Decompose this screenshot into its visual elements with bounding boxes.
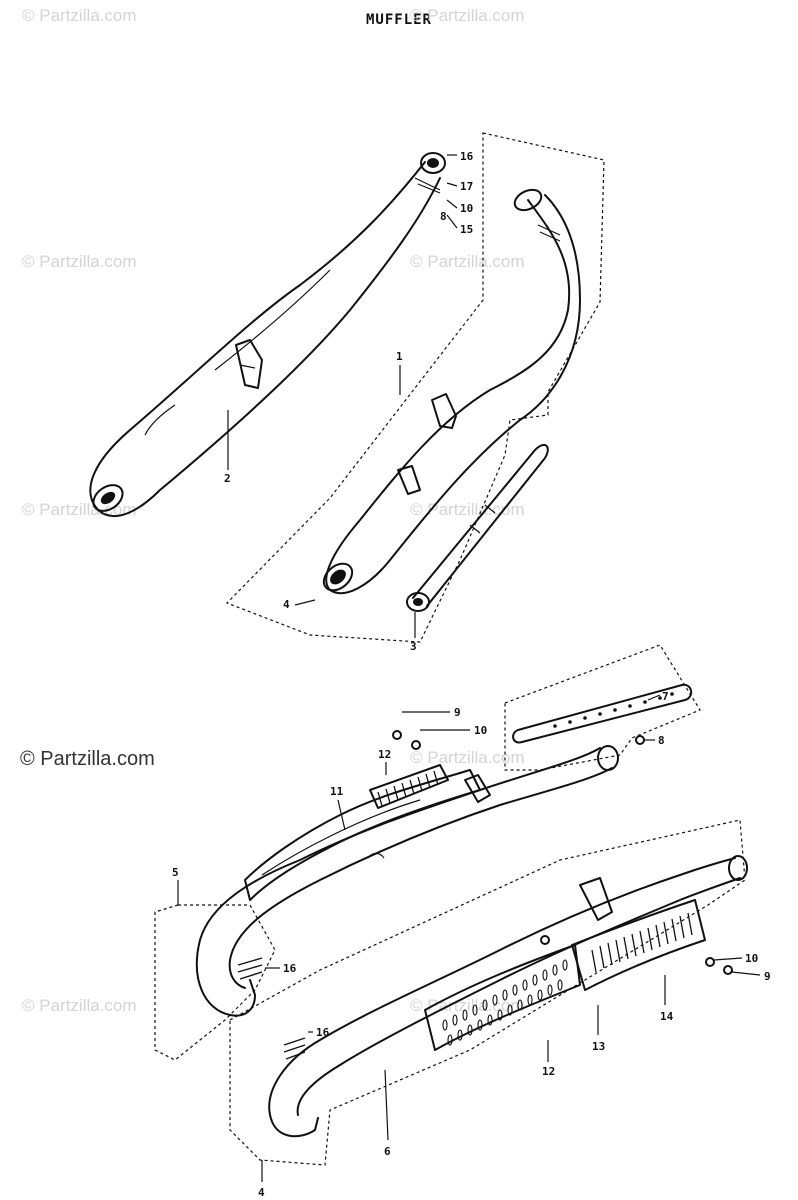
callout-6: 6 [384,1145,391,1158]
callout-16: 16 [460,150,474,163]
muffler-lower-6 [268,855,748,1138]
assembly-outline-7 [504,644,701,771]
muffler-left [89,152,446,517]
callout-1: 1 [396,350,403,363]
callout-12: 12 [542,1065,555,1078]
callout-2: 2 [224,472,231,485]
watermark: © Partzilla.com [20,748,155,770]
baffle-tube-upper [406,443,549,612]
callout-16: 16 [316,1026,330,1039]
callout-15: 15 [460,223,473,236]
callout-3: 3 [410,640,417,653]
watermark: © Partzilla.com [410,500,525,519]
callout-8: 8 [440,210,447,223]
bolt-8 [635,735,645,745]
watermark: © Partzilla.com [22,6,137,25]
watermark: © Partzilla.com [410,252,525,271]
callout-10: 10 [474,724,487,737]
watermark: © Partzilla.com [22,996,137,1015]
assembly-outline-5 [154,904,276,1061]
baffle-tube-7 [512,683,693,744]
callout-16: 16 [283,962,297,975]
washer-10 [411,740,421,750]
watermark: © Partzilla.com [22,252,137,271]
watermark: © Partzilla.com [22,500,137,519]
muffler-right [322,188,581,595]
washer-10-lower [705,957,715,967]
callout-4: 4 [258,1186,265,1199]
callout-5: 5 [172,866,179,879]
bolt-9-lower [723,965,733,975]
diagram-title: MUFFLER [365,12,432,28]
callout-4: 4 [283,598,290,611]
callout-12: 12 [378,748,391,761]
callout-14: 14 [660,1010,674,1023]
assembly-outline-upper [225,132,605,643]
callout-10: 10 [460,202,473,215]
muffler-lower-5 [195,745,619,1017]
callout-17: 17 [460,180,473,193]
callout-11: 11 [330,785,344,798]
callout-7: 7 [662,690,669,703]
bolt-9 [392,730,402,740]
assembly-outline-4 [229,819,746,1166]
callout-10: 10 [745,952,758,965]
callout-9: 9 [764,970,771,983]
watermark: © Partzilla.com [410,6,525,25]
callout-13: 13 [592,1040,605,1053]
callout-8: 8 [658,734,665,747]
callout-9: 9 [454,706,461,719]
watermark: © Partzilla.com [410,748,525,767]
